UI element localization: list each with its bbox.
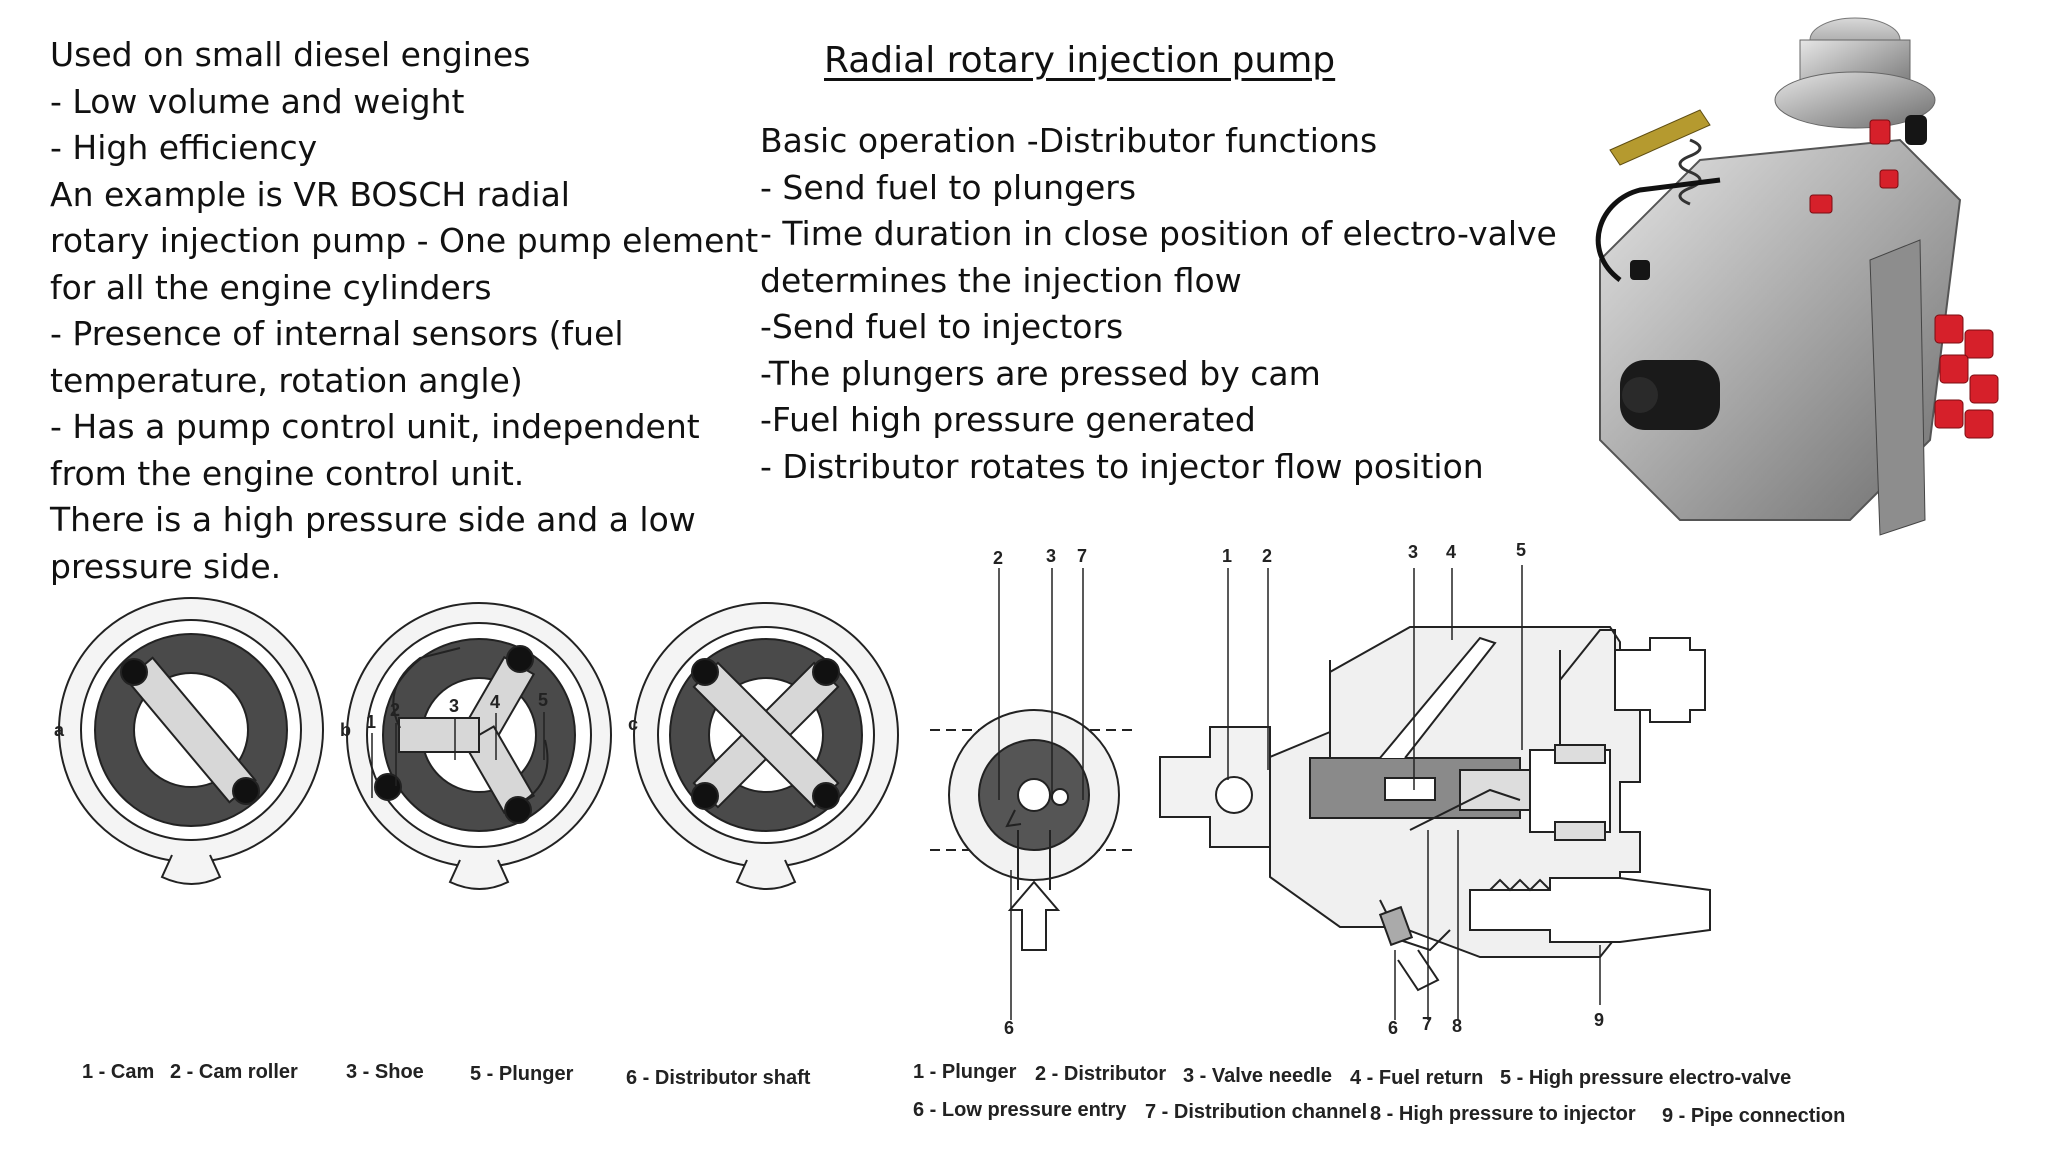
pump-housing xyxy=(1159,626,1711,992)
panel-label-b: b xyxy=(340,720,351,740)
slide-title: Radial rotary injection pump xyxy=(824,40,1336,81)
part-number: 5 xyxy=(1516,540,1526,560)
part-number: 4 xyxy=(490,692,500,712)
part-number: 7 xyxy=(1077,546,1087,566)
cam-legend-item: 5 - Plunger xyxy=(470,1063,574,1085)
operation-line: - Send fuel to plungers xyxy=(760,167,1137,207)
feature-line: rotary injection pump - One pump element xyxy=(50,221,759,260)
cam-legend-item: 6 - Distributor shaft xyxy=(626,1067,811,1089)
feature-line: - Low volume and weight xyxy=(50,81,465,121)
operation-line: -Send fuel to injectors xyxy=(760,307,1124,346)
distributor-section xyxy=(930,709,1135,951)
part-number: 8 xyxy=(1452,1016,1462,1036)
cam-legend-item: 3 - Shoe xyxy=(346,1061,424,1083)
feature-line: - Has a pump control unit, independent xyxy=(50,407,700,446)
part-number: 7 xyxy=(1422,1014,1432,1034)
pump-photo-body xyxy=(1595,17,1999,536)
feature-line: - Presence of internal sensors (fuel xyxy=(50,314,624,353)
operation-line: Basic operation -Distributor functions xyxy=(760,121,1378,160)
feature-line: There is a high pressure side and a low xyxy=(50,500,696,539)
feature-line: - High efficiency xyxy=(50,128,318,167)
part-number: 2 xyxy=(390,700,400,720)
operation-line: - Distributor rotates to injector flow p… xyxy=(760,446,1484,486)
pump-legend-item: 6 - Low pressure entry xyxy=(913,1099,1127,1121)
right-leader-lines xyxy=(1227,565,1601,1020)
panel-label-c: c xyxy=(628,714,638,734)
pump-legend-item: 2 - Distributor xyxy=(1035,1063,1166,1085)
operation-list: Basic operation -Distributor functions -… xyxy=(760,118,1560,490)
cam-panel-c xyxy=(633,602,899,890)
cam-panel-a xyxy=(58,597,325,885)
panel-label-a: a xyxy=(54,720,65,740)
part-number: 1 xyxy=(366,712,376,732)
part-number: 1 xyxy=(1222,546,1232,566)
pump-legend-item: 4 - Fuel return xyxy=(1350,1067,1483,1089)
part-number: 3 xyxy=(1046,546,1056,566)
part-number: 3 xyxy=(449,696,459,716)
cam-legend-item: 2 - Cam roller xyxy=(170,1061,298,1083)
part-number: 6 xyxy=(1004,1018,1014,1038)
part-number: 2 xyxy=(1262,546,1272,566)
left-leader-lines xyxy=(998,568,1084,1020)
cam-panel-b xyxy=(346,602,612,890)
feature-line: An example is VR BOSCH radial xyxy=(50,174,570,214)
operation-line: - Time duration in close position of ele… xyxy=(760,214,1557,253)
part-number: 3 xyxy=(1408,542,1418,562)
pump-legend-item: 9 - Pipe connection xyxy=(1662,1105,1845,1127)
pump-legend-item: 7 - Distribution channel xyxy=(1145,1101,1367,1123)
feature-line: pressure side. xyxy=(50,546,282,586)
feature-line: for all the engine cylinders xyxy=(50,267,492,307)
feature-list: Used on small diesel engines - Low volum… xyxy=(50,32,759,590)
operation-line: -The plungers are pressed by cam xyxy=(760,353,1321,393)
feature-line: temperature, rotation angle) xyxy=(50,360,523,400)
cam-legend-item: 1 - Cam xyxy=(82,1061,154,1083)
pump-legend-item: 3 - Valve needle xyxy=(1183,1065,1332,1087)
part-number: 2 xyxy=(993,548,1003,568)
pump-legend-item: 8 - High pressure to injector xyxy=(1370,1103,1636,1125)
pump-legend-item: 1 - Plunger xyxy=(913,1061,1017,1083)
part-number: 6 xyxy=(1388,1018,1398,1038)
operation-line: determines the injection flow xyxy=(760,260,1242,300)
part-number: 5 xyxy=(538,690,548,710)
feature-line: from the engine control unit. xyxy=(50,453,525,493)
cam-leader-lines xyxy=(371,712,545,798)
feature-line: Used on small diesel engines xyxy=(50,35,531,74)
pump-legend-item: 5 - High pressure electro-valve xyxy=(1500,1067,1791,1089)
operation-line: -Fuel high pressure generated xyxy=(760,400,1256,439)
part-number: 4 xyxy=(1446,542,1456,562)
part-number: 9 xyxy=(1594,1010,1604,1030)
